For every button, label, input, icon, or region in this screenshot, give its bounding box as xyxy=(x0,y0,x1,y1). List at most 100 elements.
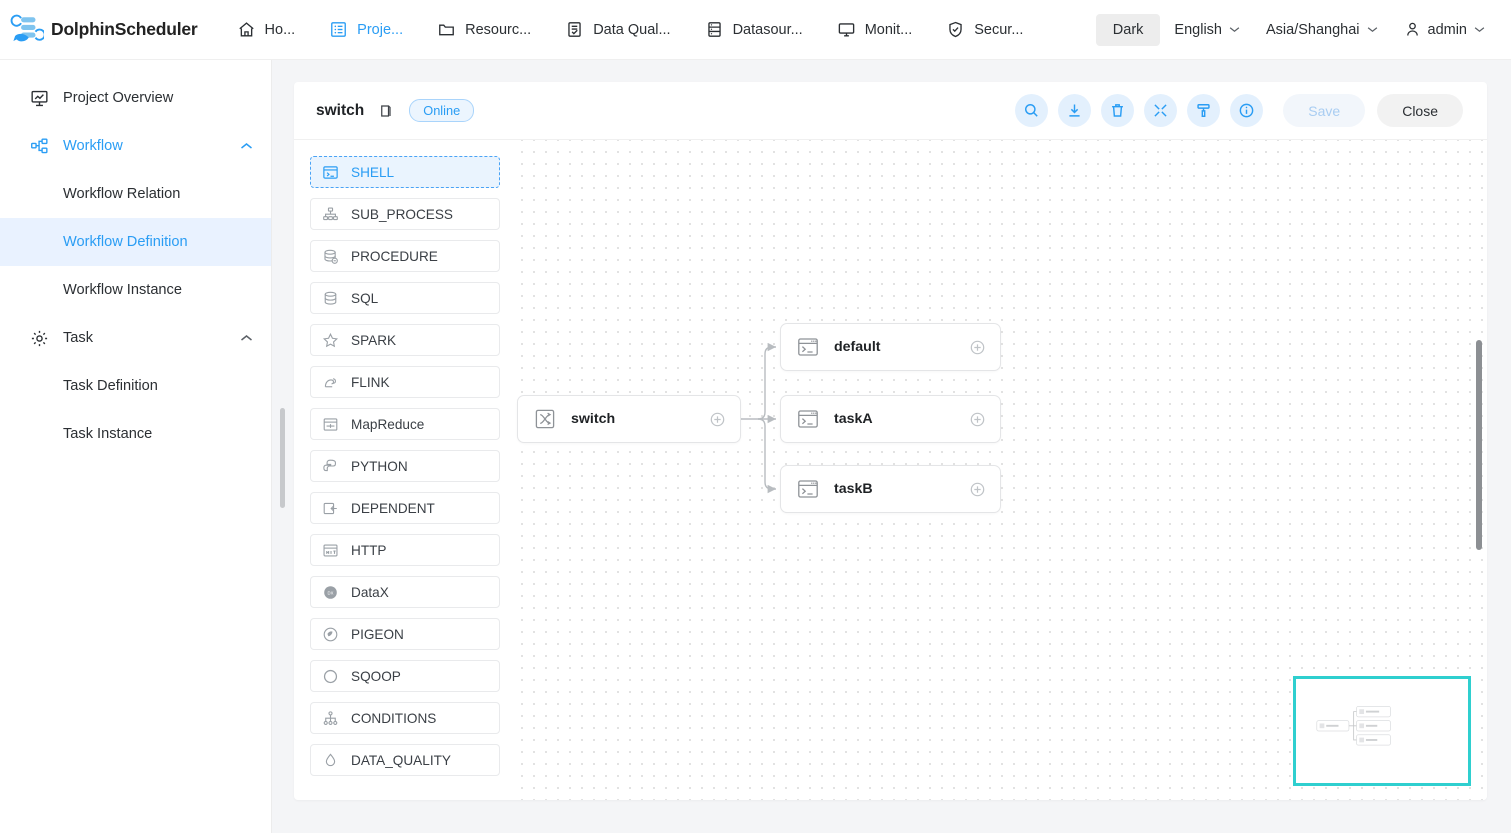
task-type-flink[interactable]: FLINK xyxy=(310,366,500,398)
task-type-label: DEPENDENT xyxy=(351,500,435,516)
sidebar-item-task-definition[interactable]: Task Definition xyxy=(0,362,271,410)
user-icon xyxy=(1406,22,1418,36)
nav-label-datasource: Datasour... xyxy=(732,21,803,38)
sidebar-item-workflow-definition[interactable]: Workflow Definition xyxy=(0,218,271,266)
edge-switch-taskB xyxy=(757,418,776,494)
close-button[interactable]: Close xyxy=(1377,94,1463,127)
user-name: admin xyxy=(1427,21,1468,38)
http-icon xyxy=(323,544,338,556)
sidebar-scrollbar[interactable] xyxy=(280,408,285,508)
add-connection-icon[interactable] xyxy=(970,340,985,355)
nav-item-home[interactable]: Ho... xyxy=(220,0,313,59)
workflow-name: switch xyxy=(316,101,365,119)
database-icon xyxy=(707,22,721,37)
overview-icon xyxy=(31,90,48,106)
chevron-up-icon xyxy=(241,335,252,341)
sidebar-item-project-overview[interactable]: Project Overview xyxy=(0,74,271,122)
node-label: default xyxy=(834,339,881,355)
nav-item-datasource[interactable]: Datasour... xyxy=(688,0,820,59)
nav-label-data-quality: Data Qual... xyxy=(593,21,671,38)
task-type-label: CONDITIONS xyxy=(351,710,437,726)
sidebar-item-workflow[interactable]: Workflow xyxy=(0,122,271,170)
task-type-data-quality[interactable]: DATA_QUALITY xyxy=(310,744,500,776)
folder-icon xyxy=(439,24,455,36)
canvas-vertical-scrollbar[interactable] xyxy=(1476,340,1482,550)
fullscreen-button[interactable] xyxy=(1144,94,1178,127)
dependent-icon xyxy=(323,502,337,514)
task-type-palette: SHELL SUB_PROCESS xyxy=(294,140,512,800)
workflow-icon xyxy=(31,137,48,153)
task-type-datax[interactable]: DX DataX xyxy=(310,576,500,608)
svg-text:DX: DX xyxy=(328,590,334,595)
nav-item-data-quality[interactable]: Data Qual... xyxy=(548,0,687,59)
nav-item-security[interactable]: Secur... xyxy=(929,0,1040,59)
nav-item-projects[interactable]: Proje... xyxy=(312,0,420,59)
content-area: switch Online xyxy=(272,60,1511,833)
save-button[interactable]: Save xyxy=(1283,94,1366,127)
info-button[interactable] xyxy=(1230,94,1264,127)
add-connection-icon[interactable] xyxy=(970,482,985,497)
timezone-value: Asia/Shanghai xyxy=(1265,21,1360,38)
canvas-minimap[interactable] xyxy=(1293,676,1471,786)
nav-item-resources[interactable]: Resourc... xyxy=(420,0,548,59)
graph-node-taskB[interactable]: taskB xyxy=(780,465,1001,513)
chevron-down-icon xyxy=(1367,27,1377,33)
task-type-label: PYTHON xyxy=(351,458,408,474)
switch-icon xyxy=(535,409,555,429)
task-type-sqoop[interactable]: SQOOP xyxy=(310,660,500,692)
sidebar-item-task-instance[interactable]: Task Instance xyxy=(0,410,271,458)
task-type-sql[interactable]: SQL xyxy=(310,282,500,314)
task-type-spark[interactable]: SPARK xyxy=(310,324,500,356)
task-type-http[interactable]: HTTP xyxy=(310,534,500,566)
task-type-python[interactable]: PYTHON xyxy=(310,450,500,482)
brand[interactable]: DolphinScheduler xyxy=(10,13,198,47)
sqoop-icon xyxy=(323,669,338,683)
sidebar: Project Overview Workflow Workflow Relat… xyxy=(0,60,285,833)
delete-button[interactable] xyxy=(1101,94,1135,127)
task-type-procedure[interactable]: PROCEDURE xyxy=(310,240,500,272)
task-type-sub-process[interactable]: SUB_PROCESS xyxy=(310,198,500,230)
download-icon xyxy=(1069,104,1080,117)
user-menu[interactable]: admin xyxy=(1392,13,1498,46)
search-icon xyxy=(1025,103,1038,117)
sidebar-item-task[interactable]: Task xyxy=(0,314,271,362)
graph-node-default[interactable]: default xyxy=(780,323,1001,371)
download-button[interactable] xyxy=(1058,94,1092,127)
graph-node-switch[interactable]: switch xyxy=(517,395,741,443)
sidebar-label: Workflow Instance xyxy=(63,282,182,298)
language-selector[interactable]: English xyxy=(1162,14,1252,46)
workflow-editor-panel: switch Online xyxy=(294,82,1487,800)
format-button[interactable] xyxy=(1187,94,1221,127)
sidebar-label: Task Instance xyxy=(63,426,153,442)
task-type-pigeon[interactable]: PIGEON xyxy=(310,618,500,650)
task-type-label: SQL xyxy=(351,290,379,306)
timezone-selector[interactable]: Asia/Shanghai xyxy=(1254,14,1390,46)
sidebar-item-workflow-instance[interactable]: Workflow Instance xyxy=(0,266,271,314)
task-type-label: DATA_QUALITY xyxy=(351,752,451,768)
sidebar-label: Workflow Relation xyxy=(63,186,181,202)
add-connection-icon[interactable] xyxy=(710,412,725,427)
task-type-label: MapReduce xyxy=(351,416,425,432)
node-label: taskB xyxy=(834,481,873,497)
sidebar-item-workflow-relation[interactable]: Workflow Relation xyxy=(0,170,271,218)
search-button[interactable] xyxy=(1015,94,1049,127)
minimap-graph xyxy=(1316,706,1391,746)
task-type-dependent[interactable]: DEPENDENT xyxy=(310,492,500,524)
editor-header: switch Online xyxy=(294,82,1487,140)
task-type-mapreduce[interactable]: MapReduce xyxy=(310,408,500,440)
theme-toggle-button[interactable]: Dark xyxy=(1095,13,1161,46)
add-connection-icon[interactable] xyxy=(970,412,985,427)
copy-icon[interactable] xyxy=(378,103,393,119)
graph-node-taskA[interactable]: taskA xyxy=(780,395,1001,443)
gear-icon xyxy=(31,330,48,346)
task-type-label: SPARK xyxy=(351,332,397,348)
python-icon xyxy=(323,459,336,471)
task-type-conditions[interactable]: CONDITIONS xyxy=(310,702,500,734)
task-type-shell[interactable]: SHELL xyxy=(310,156,500,188)
workflow-canvas[interactable]: switch xyxy=(512,140,1487,800)
brand-name: DolphinScheduler xyxy=(51,19,198,39)
pigeon-icon xyxy=(323,627,338,641)
body: Project Overview Workflow Workflow Relat… xyxy=(0,60,1511,833)
nav-item-monitor[interactable]: Monit... xyxy=(820,0,930,59)
